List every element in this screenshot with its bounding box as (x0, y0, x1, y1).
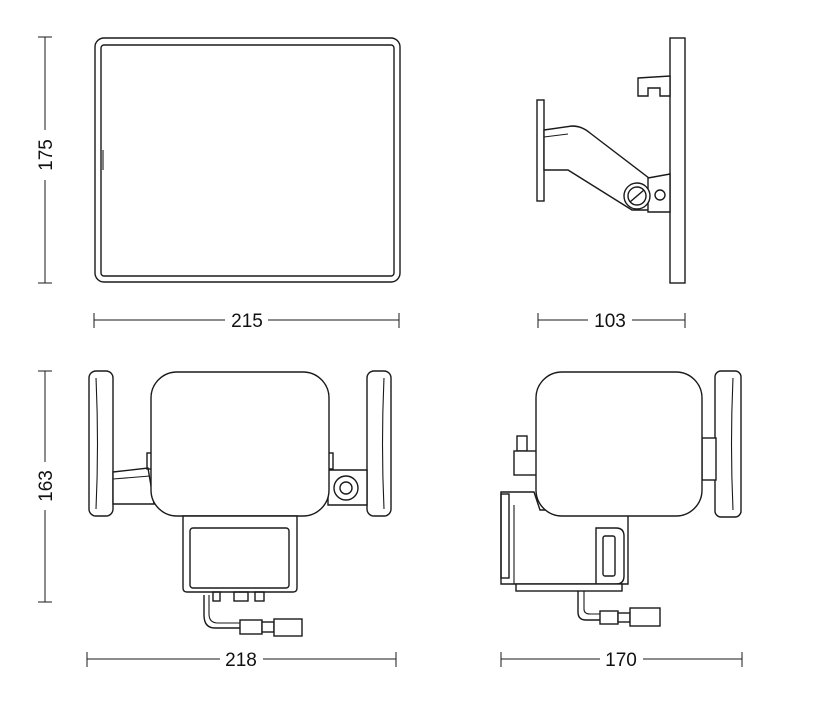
solar-panel-front-view (94, 37, 401, 283)
dimension-label-215: 215 (231, 311, 263, 332)
dimension-label-175: 175 (36, 139, 57, 171)
floodlight-side-view (500, 370, 742, 627)
dimension-170: 170 (500, 650, 743, 671)
dimension-215: 215 (93, 311, 400, 332)
floodlight-front-view (88, 370, 392, 637)
dimension-218: 218 (86, 650, 397, 671)
dimension-103: 103 (537, 311, 686, 332)
dimension-label-163: 163 (36, 470, 57, 502)
dimension-label-103: 103 (594, 311, 626, 332)
dimension-163: 163 (36, 370, 57, 603)
solar-panel-side-view (536, 37, 686, 284)
dimension-175: 175 (36, 36, 57, 284)
dimension-label-218: 218 (225, 650, 257, 671)
dimension-label-170: 170 (605, 650, 637, 671)
